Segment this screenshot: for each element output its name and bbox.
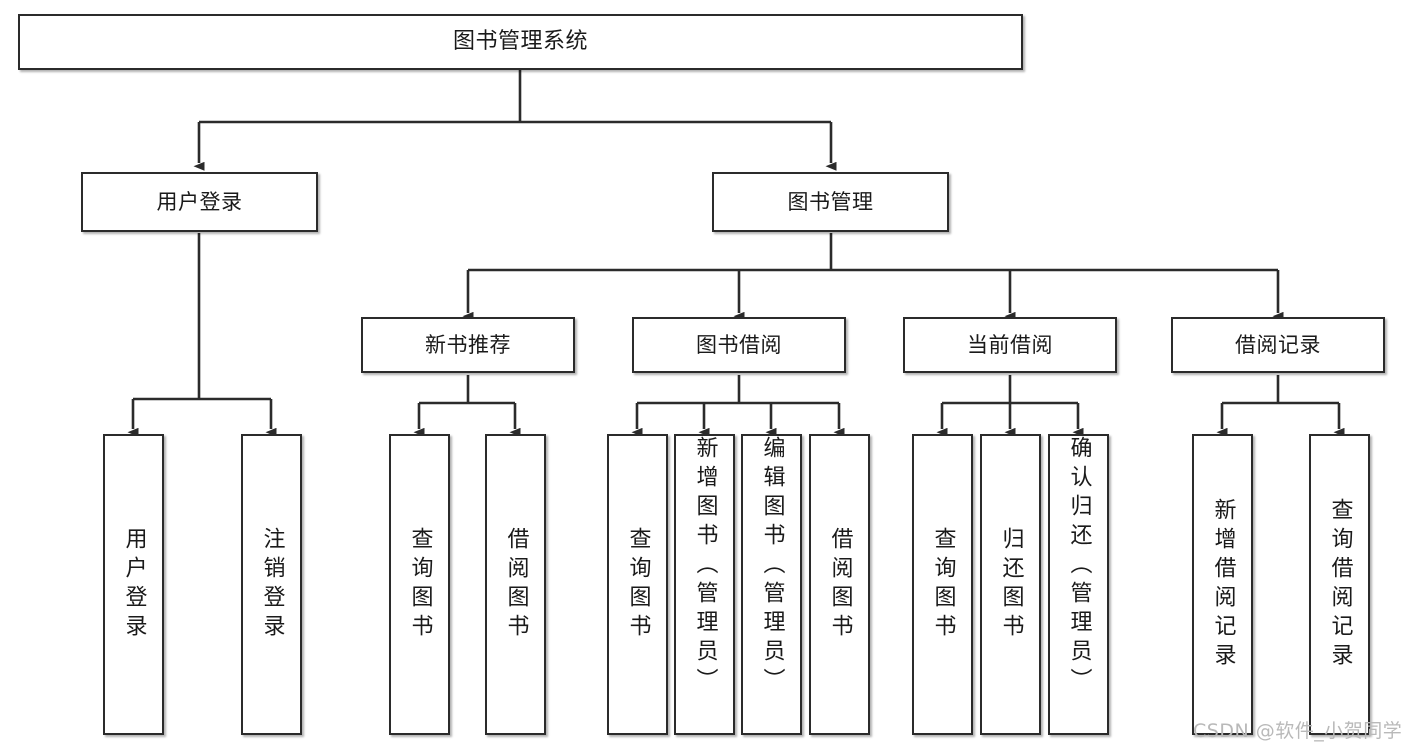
node-borrow-record[interactable]: 借阅记录 (1171, 317, 1385, 373)
node-leaf-query-book-current[interactable]: 查询图书 (912, 434, 973, 735)
node-label-borrow-record: 借阅记录 (1235, 332, 1321, 357)
node-label-leaf-query-book-current: 查询图书 (930, 526, 956, 643)
node-leaf-query-borrow-record[interactable]: 查询借阅记录 (1309, 434, 1370, 735)
node-leaf-return-book[interactable]: 归还图书 (980, 434, 1041, 735)
node-root-book-management-system[interactable]: 图书管理系统 (18, 14, 1023, 70)
node-label-new-book-recommend: 新书推荐 (425, 332, 511, 357)
node-new-book-recommend[interactable]: 新书推荐 (361, 317, 575, 373)
node-label-root: 图书管理系统 (452, 28, 588, 54)
node-book-management[interactable]: 图书管理 (712, 172, 949, 232)
node-label-leaf-edit-book-admin: 编辑图书（管理员） (759, 436, 785, 697)
node-label-leaf-lend-book: 借阅图书 (827, 526, 853, 643)
node-label-leaf-query-book-newbook: 查询图书 (407, 526, 433, 643)
node-label-book-borrow: 图书借阅 (696, 332, 782, 357)
node-leaf-edit-book-admin[interactable]: 编辑图书（管理员） (741, 434, 802, 735)
node-label-leaf-query-book-borrow: 查询图书 (625, 526, 651, 643)
node-label-user-login: 用户登录 (156, 189, 243, 214)
node-label-leaf-add-borrow-record: 新增借阅记录 (1210, 497, 1236, 672)
node-book-borrow[interactable]: 图书借阅 (632, 317, 846, 373)
node-label-leaf-confirm-return-admin: 确认归还（管理员） (1066, 436, 1092, 697)
node-leaf-lend-book[interactable]: 借阅图书 (809, 434, 870, 735)
node-leaf-user-login[interactable]: 用户登录 (103, 434, 164, 735)
node-label-leaf-logout: 注销登录 (259, 526, 285, 643)
node-label-current-borrow: 当前借阅 (967, 332, 1053, 357)
csdn-watermark: CSDN @软件_小贺同学 (1193, 720, 1403, 742)
node-label-leaf-add-book-admin: 新增图书（管理员） (692, 436, 718, 697)
node-leaf-query-book-borrow[interactable]: 查询图书 (607, 434, 668, 735)
node-leaf-borrow-book-newbook[interactable]: 借阅图书 (485, 434, 546, 735)
node-user-login[interactable]: 用户登录 (81, 172, 318, 232)
node-label-leaf-return-book: 归还图书 (998, 526, 1024, 643)
node-leaf-add-book-admin[interactable]: 新增图书（管理员） (674, 434, 735, 735)
node-label-leaf-query-borrow-record: 查询借阅记录 (1327, 497, 1353, 672)
node-leaf-query-book-newbook[interactable]: 查询图书 (389, 434, 450, 735)
node-leaf-logout[interactable]: 注销登录 (241, 434, 302, 735)
node-leaf-add-borrow-record[interactable]: 新增借阅记录 (1192, 434, 1253, 735)
node-label-book-management: 图书管理 (787, 189, 874, 214)
node-label-leaf-borrow-book-newbook: 借阅图书 (503, 526, 529, 643)
node-leaf-confirm-return-admin[interactable]: 确认归还（管理员） (1048, 434, 1109, 735)
node-current-borrow[interactable]: 当前借阅 (903, 317, 1117, 373)
node-label-leaf-user-login: 用户登录 (121, 526, 147, 643)
